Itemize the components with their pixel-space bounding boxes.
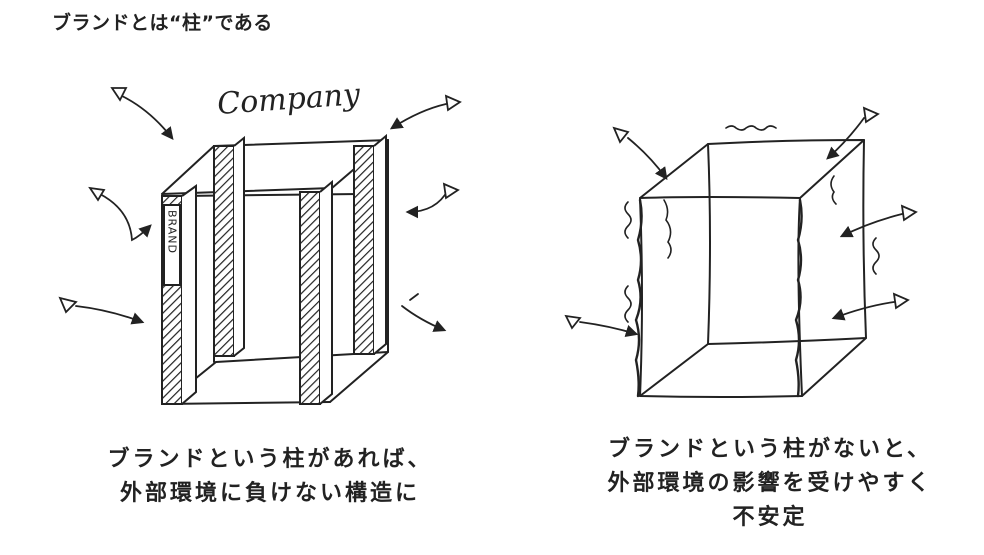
pillar-front-right	[299, 179, 333, 405]
page-heading: ブランドとは“柱”である	[52, 12, 273, 34]
brand-pillar-label: BRAND	[166, 210, 179, 254]
arrow-icon	[826, 106, 880, 160]
left-caption: ブランドという柱があれば、 外部環境に負けない構造に	[60, 443, 480, 511]
pillar-front-left	[161, 184, 197, 405]
left-arrows	[58, 87, 462, 332]
arrow-icon	[110, 87, 174, 140]
right-building	[634, 139, 867, 398]
arrow-icon	[401, 293, 447, 332]
arrow-icon	[564, 314, 639, 338]
company-label: Company	[216, 77, 362, 122]
arrow-icon	[88, 186, 152, 242]
left-caption-line-2: 外部環境に負けない構造に	[119, 481, 420, 506]
right-caption-line-3: 不安定	[732, 505, 808, 530]
arrow-icon	[612, 126, 668, 181]
right-arrows	[564, 106, 918, 338]
crack-marks	[624, 125, 880, 323]
arrow-icon	[58, 296, 145, 325]
arrow-icon	[839, 204, 918, 238]
left-caption-line-1: ブランドという柱があれば、	[107, 447, 433, 472]
right-caption: ブランドという柱がないと、 外部環境の影響を受けやすく 不安定	[540, 433, 984, 535]
pillar-back-left	[213, 135, 245, 357]
arrow-icon	[831, 292, 910, 321]
right-caption-line-1: ブランドという柱がないと、	[607, 437, 933, 462]
arrow-icon	[405, 182, 460, 219]
pillar-back-right	[353, 133, 387, 355]
arrow-icon	[389, 94, 462, 130]
right-caption-line-2: 外部環境の影響を受けやすく	[607, 471, 933, 496]
